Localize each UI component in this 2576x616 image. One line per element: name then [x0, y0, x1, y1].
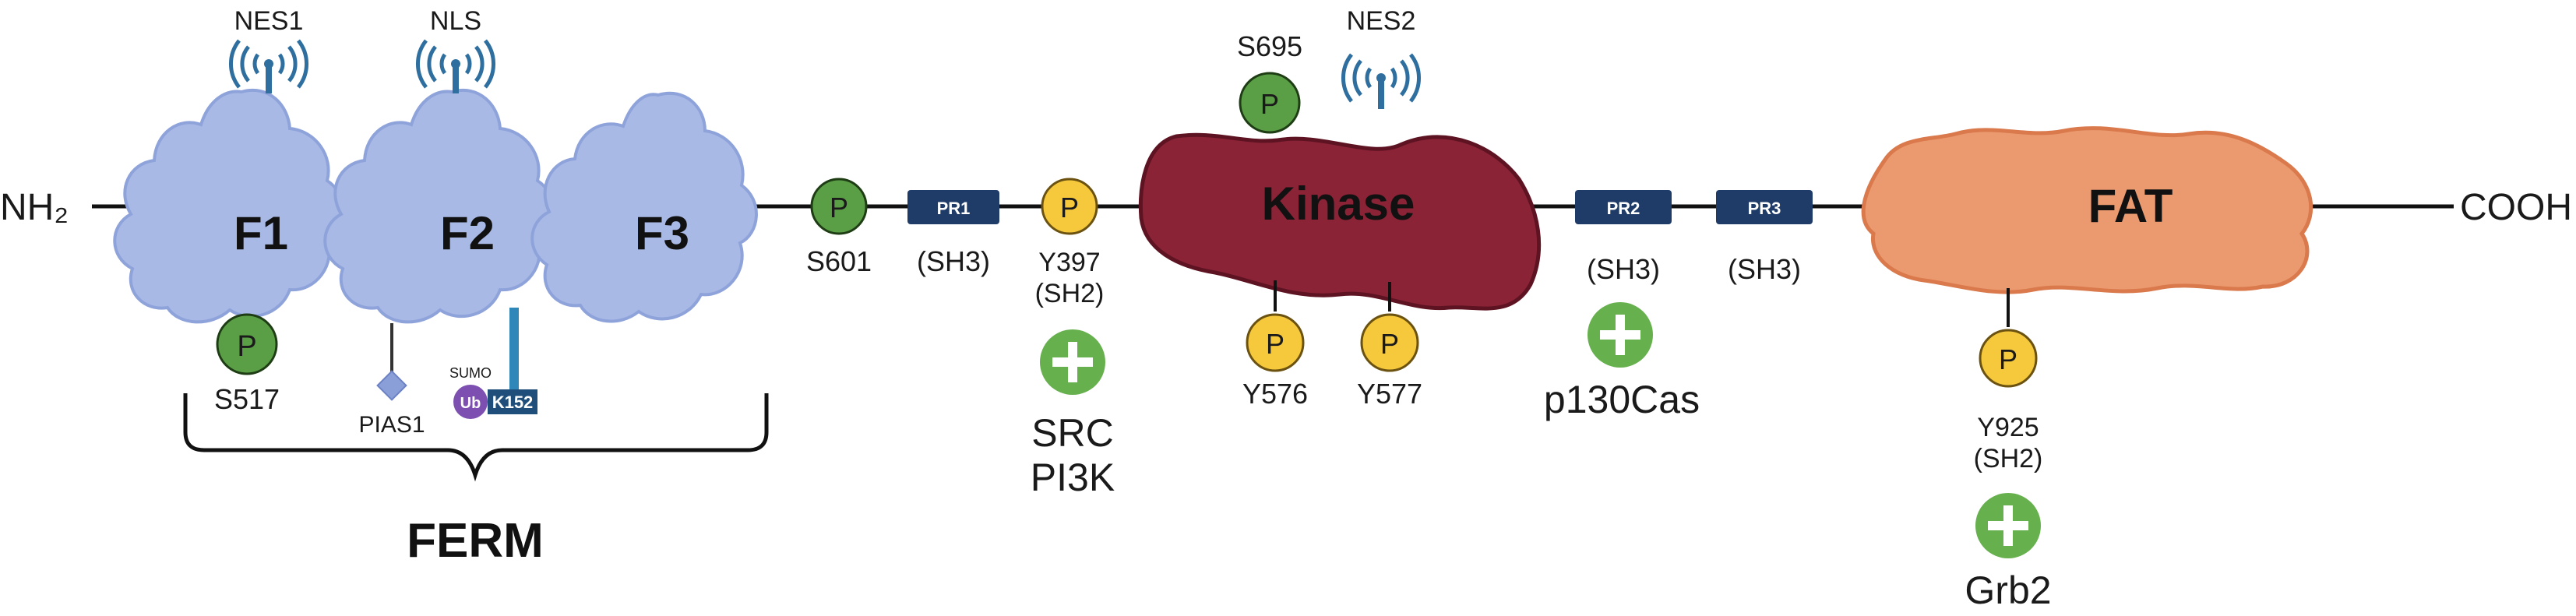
- antenna-icon: [415, 39, 496, 93]
- ferm-lobe-f1: F1: [113, 89, 344, 324]
- s695-phosphosite: S695 P: [1237, 30, 1302, 134]
- pr1-motif: PR1 (SH3): [907, 190, 999, 277]
- c-terminus-label: COOH: [2460, 187, 2572, 228]
- pr2-label: PR2: [1607, 199, 1640, 218]
- nes1-label: NES1: [234, 6, 304, 36]
- k152-label: K152: [492, 392, 534, 412]
- fat-label: FAT: [2088, 180, 2173, 232]
- phospho-symbol: P: [830, 192, 848, 224]
- pias1-binding: PIAS1: [358, 323, 425, 438]
- phospho-symbol: P: [1999, 343, 2017, 375]
- ferm-lobe-f2: F2: [323, 89, 555, 324]
- y925-label: Y925: [1977, 413, 2039, 442]
- s517-label: S517: [214, 383, 280, 415]
- n-terminus-label: NH₂: [0, 187, 69, 228]
- pr3-binding-label: (SH3): [1728, 253, 1801, 285]
- y576-phosphosite: P Y576: [1242, 280, 1308, 410]
- y397-binding-label: (SH2): [1035, 279, 1105, 308]
- phospho-symbol: P: [1266, 328, 1284, 360]
- pr1-binding-label: (SH3): [917, 245, 990, 277]
- fat-domain: FAT P Y925 (SH2) Grb2: [1861, 126, 2313, 612]
- ferm-group-label: FERM: [407, 514, 544, 568]
- y397-label: Y397: [1038, 248, 1100, 277]
- nes1-signal: NES1: [228, 6, 309, 93]
- f1-label: F1: [234, 207, 288, 259]
- phospho-symbol: P: [237, 330, 256, 363]
- ferm-bracket: [183, 393, 769, 482]
- f2-label: F2: [440, 207, 495, 259]
- ub-icon: [453, 385, 488, 419]
- kinase-domain: Kinase NES2 S695 P P: [1138, 6, 1542, 410]
- linker-1: P S601 PR1 (SH3) P Y397 (SH2) SRC PI3K: [806, 178, 1115, 499]
- pr2-binding-label: (SH3): [1587, 253, 1660, 285]
- plus-icon: [1975, 493, 2041, 558]
- f3-label: F3: [635, 207, 689, 259]
- phospho-symbol: P: [1380, 328, 1399, 360]
- s601-label: S601: [806, 245, 872, 277]
- antenna-icon: [228, 39, 309, 93]
- plus-icon: [1588, 302, 1653, 368]
- plus-icon: [1040, 329, 1105, 395]
- linker-2: PR2 (SH3) p130Cas PR3 (SH3): [1544, 190, 1813, 421]
- src-partner-label: SRC: [1031, 411, 1114, 455]
- y925-binding-label: (SH2): [1974, 444, 2043, 473]
- antenna-icon: [1341, 53, 1422, 109]
- pr1-label: PR1: [937, 199, 971, 218]
- s601-phosphosite: P S601: [806, 178, 872, 277]
- pr3-motif: PR3 (SH3): [1716, 190, 1813, 285]
- pias1-label: PIAS1: [358, 412, 425, 438]
- phospho-symbol: P: [1260, 88, 1279, 120]
- ferm-domain: F1 F2 F3 NES1 N: [113, 6, 769, 568]
- pr2-motif: PR2 (SH3) p130Cas: [1544, 190, 1700, 421]
- s517-phosphosite: P S517: [214, 313, 280, 415]
- p130cas-partner-label: p130Cas: [1544, 378, 1700, 421]
- pias1-diamond-icon: [376, 370, 407, 401]
- pr3-label: PR3: [1748, 199, 1781, 218]
- y925-phosphosite: P Y925 (SH2) Grb2: [1965, 288, 2052, 612]
- y577-label: Y577: [1357, 378, 1422, 410]
- grb2-partner-label: Grb2: [1965, 568, 2051, 612]
- nes2-label: NES2: [1347, 6, 1416, 36]
- nls-signal: NLS: [415, 6, 496, 93]
- nes2-signal: NES2: [1341, 6, 1422, 109]
- y577-phosphosite: P Y577: [1357, 282, 1422, 410]
- ferm-lobe-f3: F3: [530, 91, 758, 323]
- nls-label: NLS: [430, 6, 481, 36]
- pi3k-partner-label: PI3K: [1031, 456, 1115, 499]
- ub-label: Ub: [460, 395, 481, 412]
- sumo-label: SUMO: [449, 365, 492, 381]
- kinase-label: Kinase: [1262, 178, 1415, 230]
- y397-phosphosite: P Y397 (SH2) SRC PI3K: [1031, 178, 1115, 499]
- phospho-symbol: P: [1060, 192, 1079, 224]
- y576-label: Y576: [1242, 378, 1308, 410]
- sumoylation-site: SUMO Ub K152: [449, 308, 537, 419]
- s695-label: S695: [1237, 30, 1302, 62]
